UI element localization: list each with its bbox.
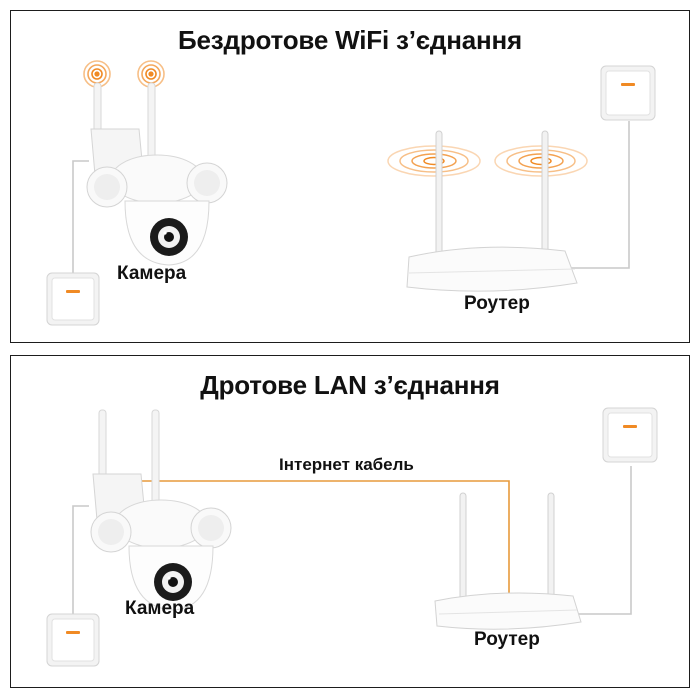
wall-socket-icon	[46, 613, 100, 667]
wifi-diagram	[46, 60, 656, 326]
camera-label: Камера	[125, 598, 195, 619]
lan-diagram	[46, 407, 658, 667]
router-label: Роутер	[474, 629, 540, 650]
cable-label: Інтернет кабель	[279, 455, 414, 474]
wifi-signal-icon	[387, 145, 588, 177]
wall-socket-icon	[46, 272, 100, 326]
camera-icon	[90, 409, 232, 611]
wifi-connection-panel: Бездротове WiFi з’єднання Камера Роутер	[10, 10, 690, 343]
wall-socket-icon	[600, 65, 656, 121]
panel-title: Бездротове WiFi з’єднання	[178, 25, 522, 55]
panel-title: Дротове LAN з’єднання	[200, 370, 500, 400]
lan-connection-panel: Дротове LAN з’єднання Інтернет кабель Ка…	[10, 355, 690, 688]
camera-label: Камера	[117, 263, 187, 284]
power-wires	[72, 121, 630, 273]
wall-socket-icon	[602, 407, 658, 463]
router-label: Роутер	[464, 293, 530, 314]
power-wires	[72, 466, 632, 618]
ethernet-cable	[141, 480, 510, 593]
router-icon	[434, 492, 582, 630]
camera-icon	[86, 82, 228, 266]
router-icon	[406, 130, 578, 292]
